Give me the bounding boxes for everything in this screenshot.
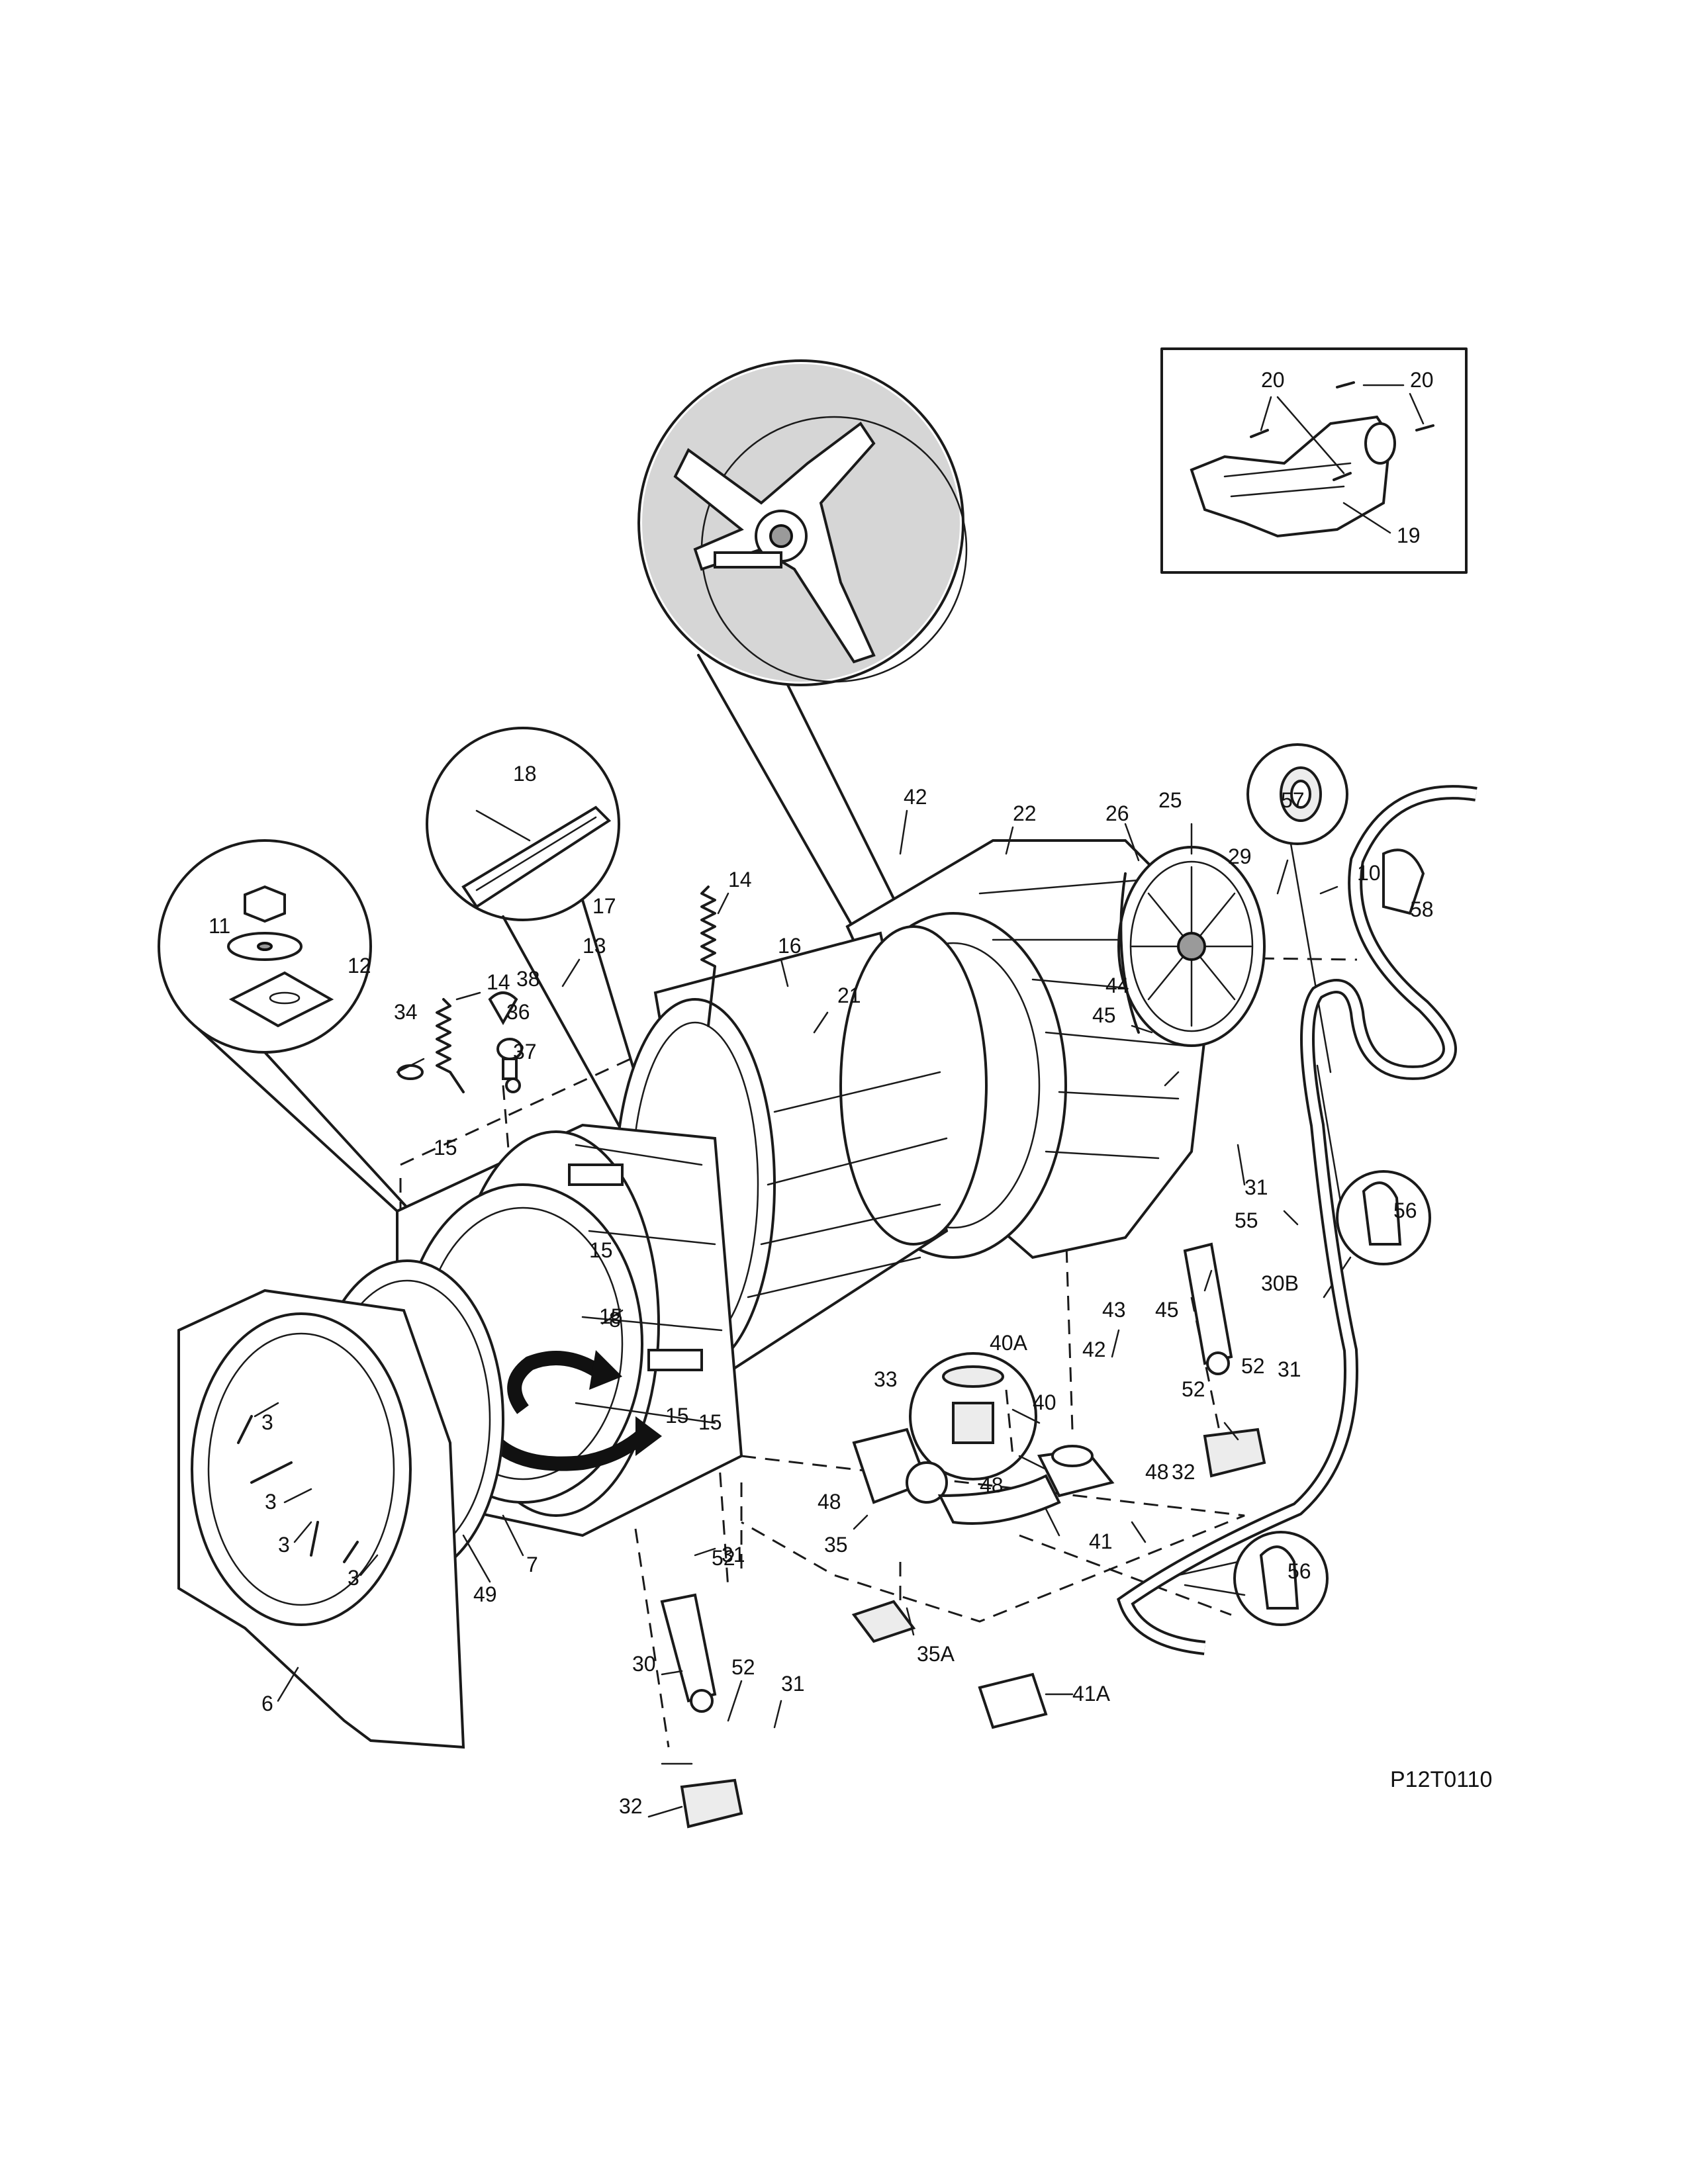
callout-label: 12	[348, 954, 371, 978]
clamp-magnifier-57	[1246, 743, 1348, 1073]
filter-magnifier	[909, 1352, 1074, 1484]
callout-label: 25	[1158, 788, 1182, 812]
rotation-arrows	[484, 1350, 662, 1471]
callout-label: 31	[781, 1672, 805, 1696]
callout-label: 48	[980, 1473, 1004, 1497]
callout-label: 56	[1393, 1199, 1417, 1222]
callout-label: 30B	[1261, 1271, 1299, 1295]
callout-label: 14	[728, 868, 752, 891]
callout-label: 26	[1105, 801, 1129, 825]
callout-label: 3	[261, 1410, 273, 1434]
callout-label: 35A	[917, 1642, 955, 1666]
callout-label: 19	[1397, 523, 1421, 547]
callout-label: 40A	[990, 1331, 1028, 1355]
callout-label: 58	[1410, 897, 1434, 921]
callout-label: 21	[837, 983, 861, 1007]
callout-label: 45	[1092, 1003, 1116, 1027]
callout-label: 55	[1235, 1208, 1258, 1232]
callout-label: 32	[1172, 1460, 1196, 1484]
callout-label: 45	[1155, 1298, 1179, 1322]
callout-label: 33	[874, 1367, 898, 1391]
callout-label: 52	[731, 1655, 755, 1679]
callout-label: 15	[589, 1238, 613, 1262]
callout-label: 17	[592, 894, 616, 918]
callout-label: 7	[526, 1553, 538, 1576]
callout-label: 38	[516, 967, 540, 991]
callout-label: 34	[394, 1000, 418, 1024]
callout-label: 52	[712, 1546, 735, 1570]
callout-label: 49	[473, 1582, 497, 1606]
callout-label: 56	[1288, 1559, 1311, 1583]
dampers	[660, 1242, 1233, 1713]
clamp-magnifier-56-upper	[1316, 1064, 1431, 1298]
callout-label: 32	[619, 1794, 643, 1818]
counterweight-hardware-magnifier	[158, 839, 412, 1212]
front-tub	[396, 1123, 743, 1537]
callout-label: 22	[1013, 801, 1037, 825]
box-41A	[978, 1672, 1048, 1729]
callout-label: 14	[487, 970, 510, 994]
bracket-magnifier	[426, 727, 670, 1193]
callout-label: 6	[261, 1692, 273, 1715]
callout-label: 31	[1244, 1175, 1268, 1199]
motor-inset	[1160, 347, 1468, 574]
callout-label: 15	[434, 1136, 457, 1160]
callout-label: 8	[609, 1308, 621, 1332]
callout-label: 48	[1145, 1460, 1169, 1484]
callout-label: 41	[1089, 1529, 1113, 1553]
callout-label: 15	[698, 1410, 722, 1434]
callout-label: 13	[583, 934, 606, 958]
callout-label: 20	[1261, 368, 1285, 392]
callout-label: 29	[1228, 844, 1252, 868]
callout-label: 37	[513, 1040, 537, 1064]
diagram-code: P12T0110	[1390, 1767, 1492, 1792]
callout-label: 11	[209, 914, 230, 938]
callout-label: 3	[278, 1533, 290, 1557]
callout-label: 15	[599, 1304, 623, 1328]
callout-label: 35	[824, 1533, 848, 1557]
callout-label: 36	[506, 1000, 530, 1024]
drain-hose	[1116, 785, 1477, 1655]
front-panel	[177, 1289, 465, 1749]
callout-label: 42	[904, 785, 927, 809]
callout-label: 57	[1281, 788, 1305, 812]
callout-label: 3	[265, 1490, 277, 1514]
callout-label: 10	[1357, 861, 1381, 885]
callout-label: 42	[1082, 1338, 1106, 1361]
callout-label: 52	[1182, 1377, 1205, 1401]
leader-lines	[254, 809, 1338, 1818]
callout-label: 30	[632, 1652, 656, 1676]
callout-label: 43	[1102, 1298, 1126, 1322]
callout-label: 52	[1241, 1354, 1265, 1378]
callout-label: 44	[1105, 974, 1129, 997]
callout-label: 31	[1278, 1357, 1301, 1381]
callout-label: 16	[778, 934, 802, 958]
callout-label: 20	[1410, 368, 1434, 392]
small-hardware	[396, 991, 523, 1093]
callout-label: 31	[722, 1543, 745, 1567]
clamp-magnifier-56-lower	[1177, 1531, 1329, 1626]
damper-bases	[680, 1428, 1266, 1829]
callout-label: 15	[665, 1404, 689, 1428]
pulley	[1117, 846, 1266, 1047]
springs	[436, 886, 716, 1093]
callout-label: 40	[1033, 1390, 1056, 1414]
callout-label: 18	[513, 762, 537, 786]
drain-pump	[851, 1428, 1115, 1643]
callout-label: 3	[348, 1566, 359, 1590]
callout-label: 48	[818, 1490, 841, 1514]
drum-spider-magnifier	[637, 359, 994, 1100]
callout-label: 41A	[1072, 1682, 1111, 1706]
